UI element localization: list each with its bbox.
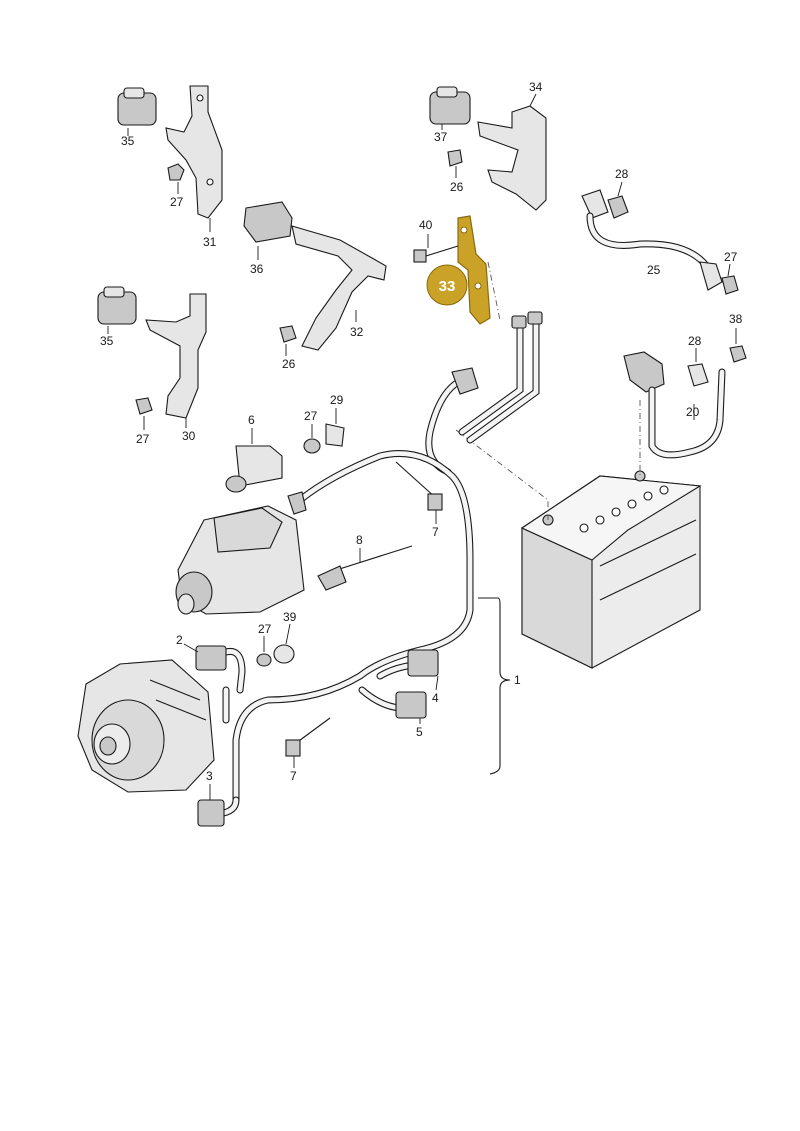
label-38: 38 <box>729 312 743 326</box>
label-3: 3 <box>206 769 213 783</box>
grommet-29 <box>303 423 345 454</box>
alternator <box>77 659 215 793</box>
highlight-badge-33[interactable]: 33 <box>426 264 468 306</box>
label-27d: 27 <box>304 409 318 423</box>
connector-3 <box>197 799 225 827</box>
label-36: 36 <box>250 262 264 276</box>
label-35b: 35 <box>100 334 114 348</box>
cable-tie-8 <box>317 545 413 591</box>
label-28a: 28 <box>615 167 629 181</box>
bolt-40 <box>413 245 459 263</box>
label-7b: 7 <box>290 769 297 783</box>
label-27c: 27 <box>724 250 738 264</box>
label-31: 31 <box>203 235 217 249</box>
label-28b: 28 <box>688 334 702 348</box>
label-29: 29 <box>330 393 344 407</box>
highlight-label: 33 <box>439 278 456 295</box>
label-8: 8 <box>356 533 363 547</box>
label-27e: 27 <box>258 622 272 636</box>
label-26b: 26 <box>450 180 464 194</box>
label-4: 4 <box>432 691 439 705</box>
label-7a: 7 <box>432 525 439 539</box>
label-35a: 35 <box>121 134 135 148</box>
bracket-32-assembly <box>243 201 387 351</box>
label-40: 40 <box>419 218 433 232</box>
connector-4 <box>407 649 439 677</box>
battery <box>520 470 702 669</box>
connector-5 <box>395 691 427 719</box>
bracket-34-assembly <box>429 86 547 211</box>
bracket-31-assembly <box>117 85 223 219</box>
label-6: 6 <box>248 413 255 427</box>
label-30: 30 <box>182 429 196 443</box>
label-25: 25 <box>647 263 661 277</box>
label-27a: 27 <box>170 195 184 209</box>
label-26a: 26 <box>282 357 296 371</box>
label-1: 1 <box>514 673 521 687</box>
holder-6 <box>225 445 283 493</box>
label-32: 32 <box>350 325 364 339</box>
cable-tie-7-lower <box>285 717 331 757</box>
label-2: 2 <box>176 633 183 647</box>
connector-2 <box>195 645 227 671</box>
label-27b: 27 <box>136 432 150 446</box>
cable-tie-7-upper <box>395 461 443 511</box>
label-20: 20 <box>686 405 700 419</box>
nut-27-39 <box>256 644 295 667</box>
label-5: 5 <box>416 725 423 739</box>
starter-motor <box>175 491 307 615</box>
bracket-30-assembly <box>97 286 207 419</box>
wiring-harness-1 <box>214 311 543 818</box>
cable-20 <box>623 345 747 459</box>
bracket-33-highlighted[interactable] <box>457 215 491 325</box>
cable-25 <box>581 189 739 295</box>
label-39: 39 <box>283 610 297 624</box>
label-34: 34 <box>529 80 543 94</box>
part-labels: 35 27 31 36 32 26 35 27 30 34 37 26 40 2… <box>100 80 743 783</box>
label-37: 37 <box>434 130 448 144</box>
